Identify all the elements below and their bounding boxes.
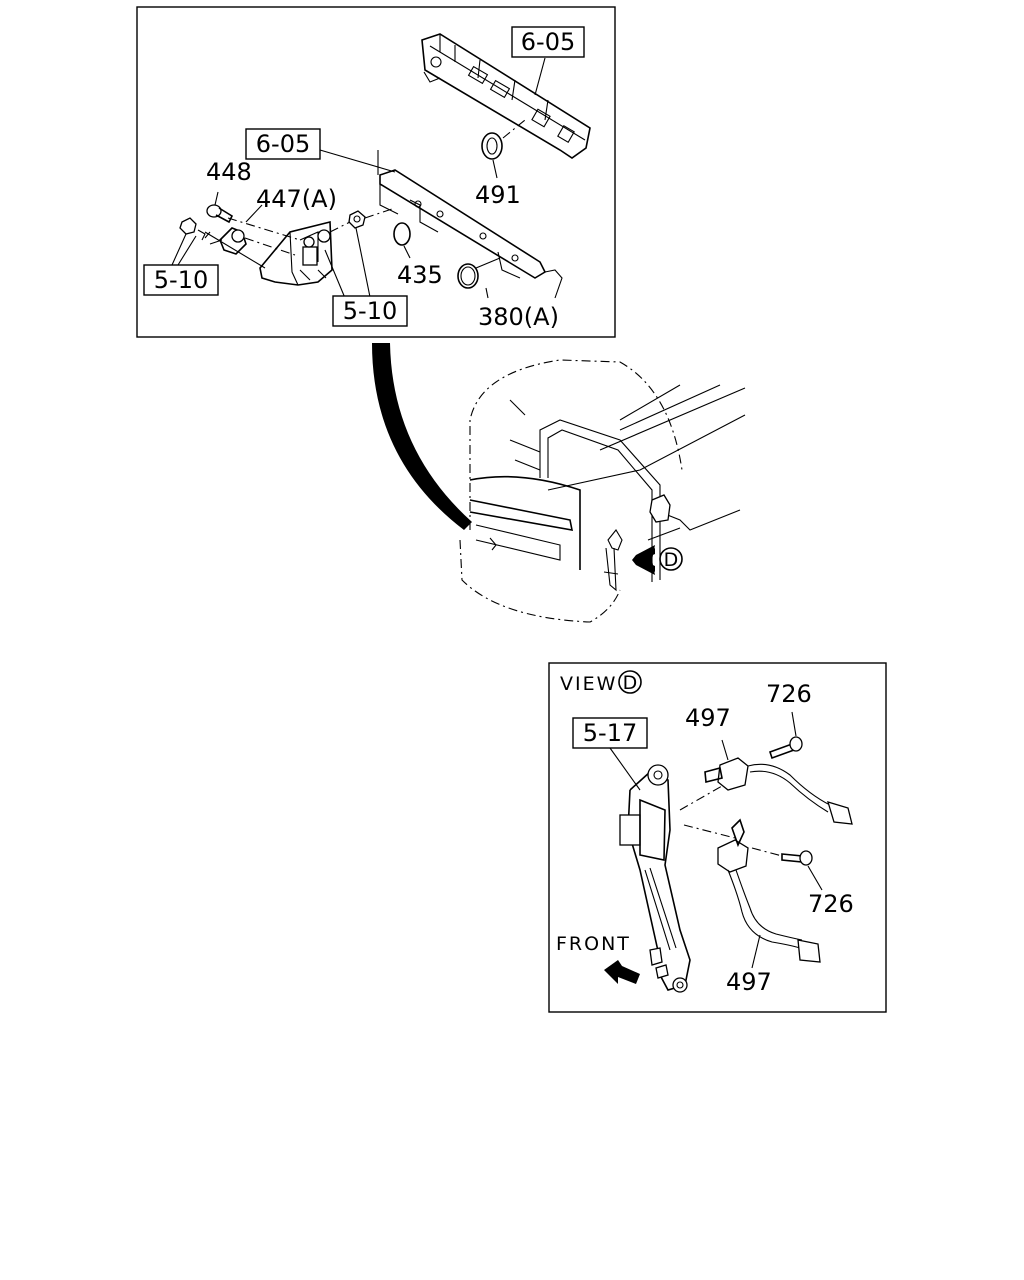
assembly-line-bolt <box>227 217 301 241</box>
view-d-arrow <box>632 545 655 575</box>
leader-bracket <box>204 231 266 269</box>
part-497-bottom-label: 497 <box>726 968 772 996</box>
grommet-491 <box>481 119 526 179</box>
front-label: FRONT <box>556 933 631 955</box>
part-380a-label: 380(A) <box>478 303 559 331</box>
cab-outline-upper <box>469 359 683 530</box>
part-448-label: 448 <box>206 158 252 186</box>
bracket-assembly <box>259 220 333 286</box>
switch-497-upper <box>679 739 853 825</box>
view-letter: D <box>623 672 638 694</box>
bolt-726-lower <box>781 850 823 891</box>
ref-510-left: 5-10 <box>154 266 208 294</box>
part-497-top-label: 497 <box>685 704 731 732</box>
clamp-447a <box>204 204 263 255</box>
part-447a-label: 447(A) <box>256 185 337 213</box>
front-arrow <box>604 960 640 984</box>
assembly-line-clamp <box>244 237 296 256</box>
part-726-bottom-label: 726 <box>808 890 854 918</box>
part-491-label: 491 <box>475 181 521 209</box>
cab-outline-lower <box>459 539 621 623</box>
leader-605-upper <box>534 57 546 96</box>
nut-center <box>324 210 371 299</box>
lower-cross-member <box>377 150 563 299</box>
view-title: VIEW <box>560 673 617 695</box>
ref-517: 5-17 <box>583 719 637 747</box>
switch-497-lower <box>683 818 821 969</box>
ref-box-510-left <box>143 264 219 296</box>
view-d-panel: VIEW D 5-17 <box>548 662 887 1013</box>
plug-435 <box>393 222 411 259</box>
part-726-top-label: 726 <box>766 680 812 708</box>
leader-517 <box>609 747 641 791</box>
ref-605-upper: 6-05 <box>521 28 575 56</box>
ring-380a <box>457 257 501 299</box>
assembly-line-nut <box>329 207 396 233</box>
cab-front-panel <box>469 475 581 570</box>
ref-box-605-left <box>245 128 321 160</box>
view-d-marker-circle <box>659 547 683 571</box>
cab-overview: D <box>459 359 746 623</box>
top-detail-panel: 6-05 6-05 5-10 5-10 448 447(A) 491 435 3… <box>136 6 616 338</box>
bolt-726-upper <box>768 711 803 760</box>
ref-605-left: 6-05 <box>256 130 310 158</box>
view-letter-circle <box>618 670 642 694</box>
part-435-label: 435 <box>397 261 443 289</box>
view-d-marker: D <box>664 549 679 571</box>
ref-box-510-center <box>332 295 408 327</box>
nuts-left <box>171 217 206 266</box>
lever-bracket <box>619 764 691 993</box>
ref-box-605-upper <box>511 26 585 58</box>
upper-frame-member <box>421 33 591 159</box>
callout-arrow <box>372 343 472 530</box>
ref-box-517 <box>572 717 648 749</box>
leader-605-left <box>319 149 396 173</box>
ref-510-center: 5-10 <box>343 297 397 325</box>
